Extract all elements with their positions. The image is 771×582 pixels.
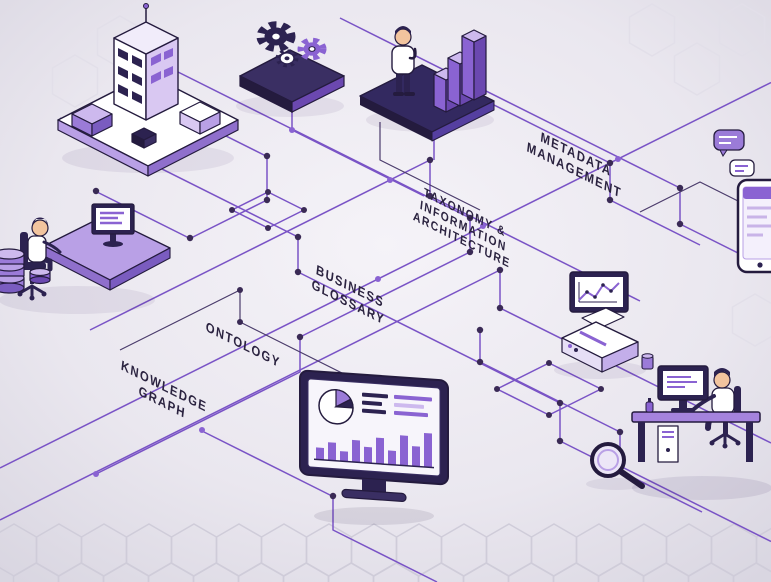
cup [641,353,654,370]
gears-icon [236,21,345,117]
printer-icon [554,307,654,379]
analyst-bar-chart-icon [359,26,495,142]
magnifier-icon [586,442,646,490]
pc-tower [657,425,679,463]
smartphone-chat-icon [713,129,771,274]
bottle [645,398,654,413]
pie-chart [318,389,354,425]
gear-cluster [256,21,327,68]
dashboard-monitor-icon [299,369,449,503]
database-stack-icon [0,248,51,294]
desk-worker-icon [631,365,771,500]
legend-rows [362,392,432,418]
desk-monitor-left [91,203,135,247]
bar-columns [433,29,487,113]
standing-person [391,26,417,96]
chat-bubbles [713,129,755,177]
workstation-icon [0,203,171,314]
city-buildings-icon [57,3,239,177]
tower-windows [118,48,173,104]
phone-body [736,178,771,274]
bar-chart [314,432,434,469]
monitor-shadow [314,507,434,525]
small-buildings [71,101,221,149]
desk-monitor-right [657,365,709,412]
